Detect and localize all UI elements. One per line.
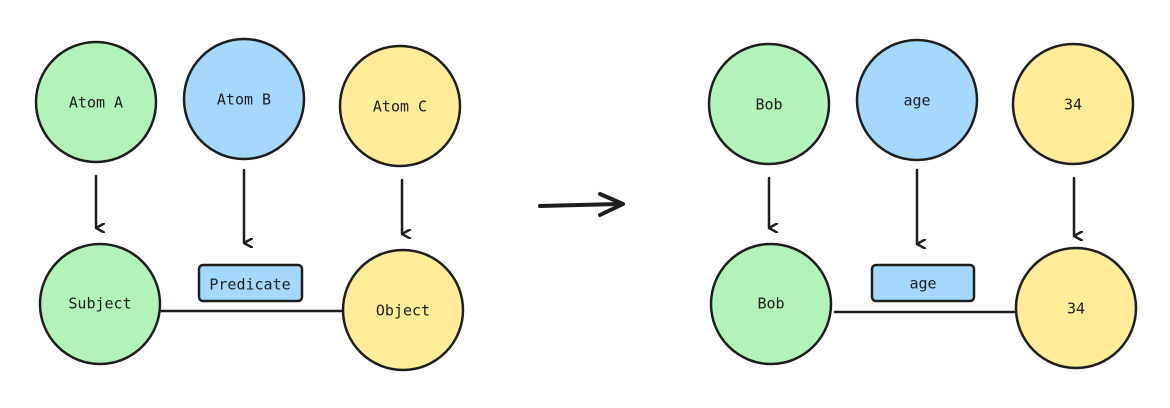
atom-b-node: Atom B <box>182 37 306 161</box>
atom-b-label: Atom B <box>217 91 271 109</box>
object-node: Object <box>341 248 465 372</box>
atom-34-node: 34 <box>1011 42 1135 166</box>
object-34-label: 34 <box>1067 300 1085 318</box>
subject-bob-label: Bob <box>757 295 784 313</box>
predicate-box: Predicate <box>197 263 304 303</box>
object-34-node: 34 <box>1014 246 1138 370</box>
subject-label: Subject <box>68 295 131 313</box>
atom-34-label: 34 <box>1064 96 1082 114</box>
atom-c-label: Atom C <box>373 98 427 116</box>
subject-node: Subject <box>38 242 162 366</box>
atom-age-node: age <box>855 38 979 162</box>
predicate-age-label: age <box>909 275 936 293</box>
atom-bob-label: Bob <box>755 96 782 114</box>
object-label: Object <box>376 302 430 320</box>
transform-arrow <box>538 192 625 217</box>
predicate-age-box: age <box>870 263 976 303</box>
atom-a-node: Atom A <box>34 40 158 164</box>
atom-age-label: age <box>903 92 930 110</box>
subject-bob-node: Bob <box>709 242 833 366</box>
right-diagram: Bob age 34 Bob age 34 <box>707 38 1138 370</box>
atom-a-label: Atom A <box>69 94 123 112</box>
atom-bob-node: Bob <box>707 42 831 166</box>
predicate-label: Predicate <box>209 276 290 294</box>
left-diagram: Atom A Atom B Atom C Subject Predicate O… <box>34 37 465 372</box>
atom-c-node: Atom C <box>338 44 462 168</box>
